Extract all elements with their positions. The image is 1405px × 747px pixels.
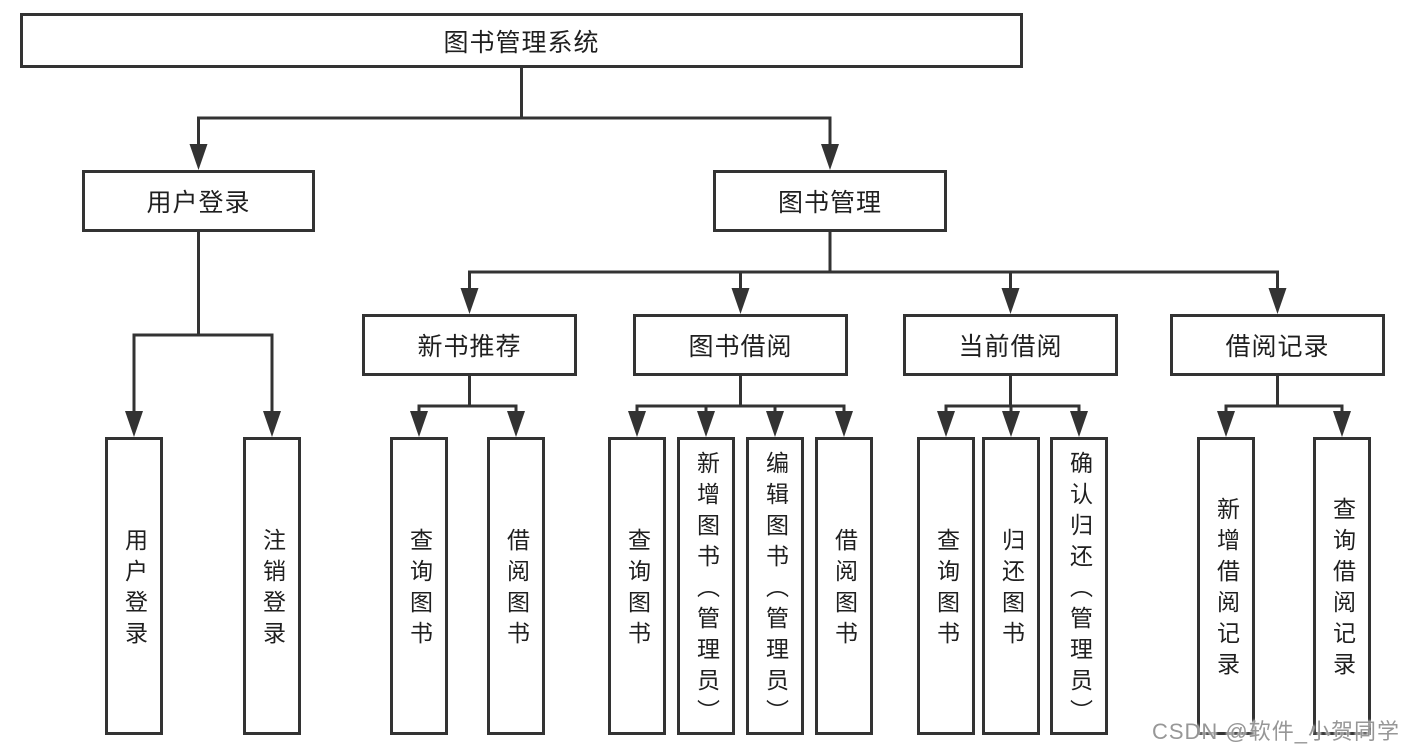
- node-new-book-recommendation: 新书推荐: [362, 314, 577, 376]
- node-label: 用户登录: [146, 189, 251, 217]
- leaf-confirm-return-admin: 确认归还（管理员）: [1050, 437, 1108, 735]
- leaf-label: 新增借阅记录: [1213, 497, 1240, 683]
- leaf-logout: 注销登录: [243, 437, 301, 735]
- leaf-add-borrow-record: 新增借阅记录: [1197, 437, 1255, 735]
- leaf-label: 新增图书（管理员）: [693, 450, 720, 730]
- leaf-label: 编辑图书（管理员）: [762, 450, 789, 730]
- leaf-query-books-borrow: 查询图书: [608, 437, 666, 735]
- leaf-label: 查询借阅记录: [1329, 497, 1356, 683]
- leaf-label: 查询图书: [933, 528, 960, 652]
- leaf-borrow-books: 借阅图书: [815, 437, 873, 735]
- node-current-borrowing: 当前借阅: [903, 314, 1118, 376]
- node-root-library-management-system: 图书管理系统: [20, 13, 1023, 68]
- leaf-label: 借阅图书: [503, 528, 530, 652]
- node-book-management: 图书管理: [713, 170, 947, 232]
- leaf-query-books-current: 查询图书: [917, 437, 975, 735]
- node-label: 新书推荐: [417, 333, 522, 361]
- leaf-add-books-admin: 新增图书（管理员）: [677, 437, 735, 735]
- csdn-watermark: CSDN @软件_小贺同学: [1151, 719, 1400, 744]
- leaf-query-books-recommend: 查询图书: [390, 437, 448, 735]
- leaf-query-borrow-record: 查询借阅记录: [1313, 437, 1371, 735]
- node-label: 借阅记录: [1225, 333, 1330, 361]
- leaf-return-books: 归还图书: [982, 437, 1040, 735]
- node-borrowing-records: 借阅记录: [1170, 314, 1385, 376]
- leaf-edit-books-admin: 编辑图书（管理员）: [746, 437, 804, 735]
- leaf-label: 用户登录: [121, 528, 148, 652]
- node-label: 图书借阅: [688, 333, 793, 361]
- leaf-label: 归还图书: [998, 528, 1025, 652]
- node-label: 图书管理系统: [443, 28, 600, 57]
- leaf-label: 注销登录: [259, 528, 286, 652]
- node-label: 图书管理: [777, 189, 882, 217]
- leaf-label: 确认归还（管理员）: [1066, 450, 1093, 730]
- node-label: 当前借阅: [958, 333, 1063, 361]
- leaf-borrow-books-recommend: 借阅图书: [487, 437, 545, 735]
- node-book-borrowing: 图书借阅: [633, 314, 848, 376]
- leaf-label: 查询图书: [406, 528, 433, 652]
- leaf-user-login: 用户登录: [105, 437, 163, 735]
- leaf-label: 查询图书: [624, 528, 651, 652]
- node-user-login: 用户登录: [82, 170, 315, 232]
- leaf-label: 借阅图书: [831, 528, 858, 652]
